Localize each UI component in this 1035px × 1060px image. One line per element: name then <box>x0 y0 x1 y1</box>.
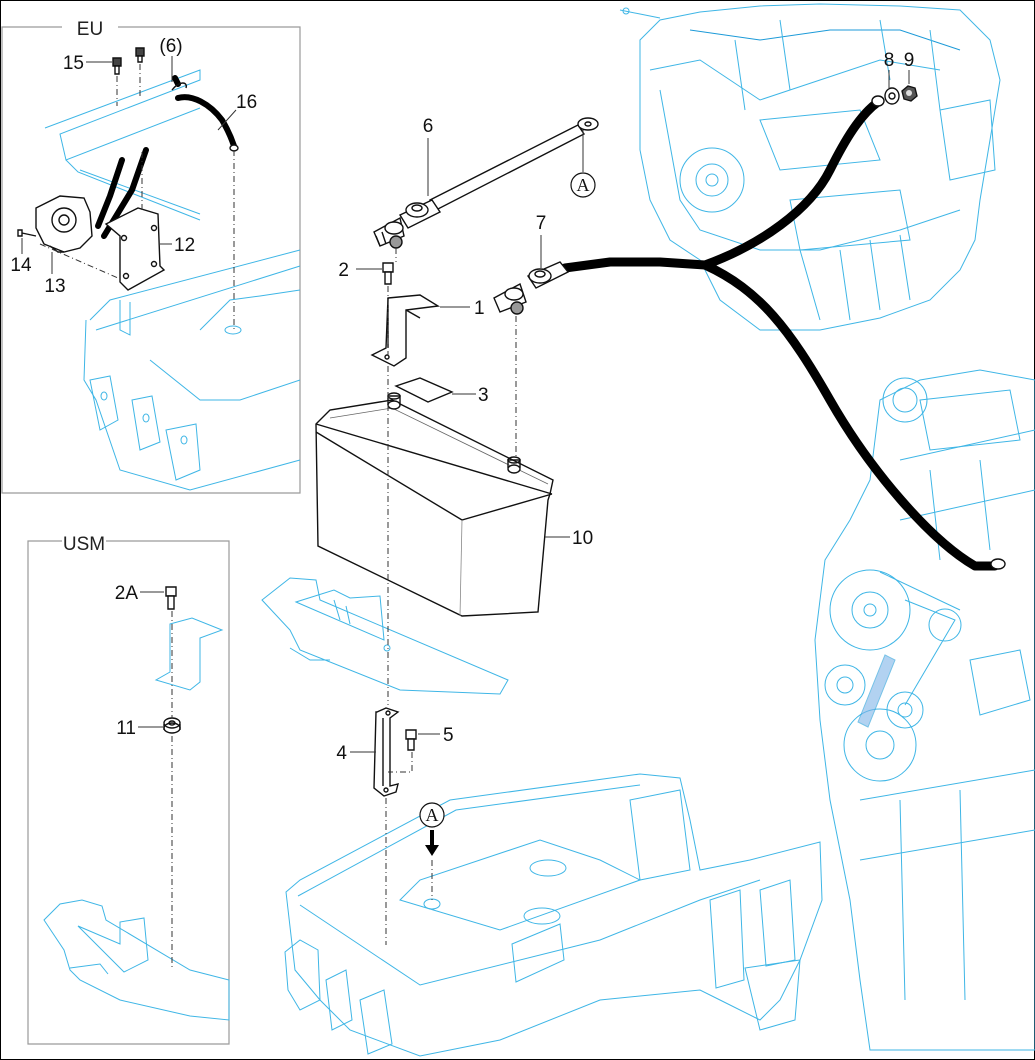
assembly-guides <box>385 248 517 945</box>
callout-5: 5 <box>443 725 454 746</box>
callout-14: 14 <box>10 255 32 276</box>
negative-cable-6 <box>373 117 599 249</box>
callout-1: 1 <box>474 298 485 319</box>
callout-9: 9 <box>904 50 915 71</box>
cable-7-terminal <box>493 261 570 315</box>
pad-3 <box>394 377 454 403</box>
callout-2a: 2A <box>115 583 139 604</box>
bolt-15 <box>112 47 145 75</box>
callout-6-ref: (6) <box>159 36 182 57</box>
callout-10: 10 <box>572 528 593 549</box>
callouts: 6 7 2 1 3 10 4 5 8 9 15 (6) 16 <box>10 36 914 764</box>
arrow-down-icon <box>425 830 439 856</box>
switch-bracket-12 <box>104 207 166 291</box>
callout-8: 8 <box>884 50 895 71</box>
positive-cable-7 <box>560 95 1006 571</box>
callout-12: 12 <box>174 235 195 256</box>
callout-13: 13 <box>44 276 65 297</box>
callout-6: 6 <box>423 116 434 137</box>
engine-lower <box>814 369 1035 1051</box>
bolt-5-guide <box>388 752 413 773</box>
battery-10 <box>315 392 554 617</box>
nut-9 <box>901 85 918 102</box>
inset-eu: EU <box>1 19 301 494</box>
battery-tray <box>261 577 509 695</box>
callout-16: 16 <box>236 92 257 113</box>
tractor-frame <box>284 773 823 1057</box>
callout-2: 2 <box>338 260 349 281</box>
svg-text:A: A <box>426 805 439 825</box>
inset-usm: USM <box>27 534 230 1045</box>
callout-15: 15 <box>63 53 84 74</box>
bracket-1 <box>370 294 441 367</box>
reference-marker-a-cable: A <box>570 130 596 198</box>
callout-11: 11 <box>116 718 136 739</box>
engine-upper <box>619 3 1001 331</box>
bolt-14 <box>17 229 37 237</box>
bracket-4 <box>373 707 400 797</box>
callout-3: 3 <box>478 385 489 406</box>
callout-4: 4 <box>336 743 347 764</box>
svg-text:EU: EU <box>77 19 103 40</box>
svg-text:USM: USM <box>63 534 105 555</box>
callout-7: 7 <box>536 213 547 234</box>
washer-8 <box>884 87 900 105</box>
disconnect-switch-13 <box>35 195 93 253</box>
reference-marker-a-frame: A <box>419 802 445 856</box>
bolt-2 <box>382 262 394 285</box>
svg-text:A: A <box>577 175 590 195</box>
bolt-5 <box>405 729 417 751</box>
